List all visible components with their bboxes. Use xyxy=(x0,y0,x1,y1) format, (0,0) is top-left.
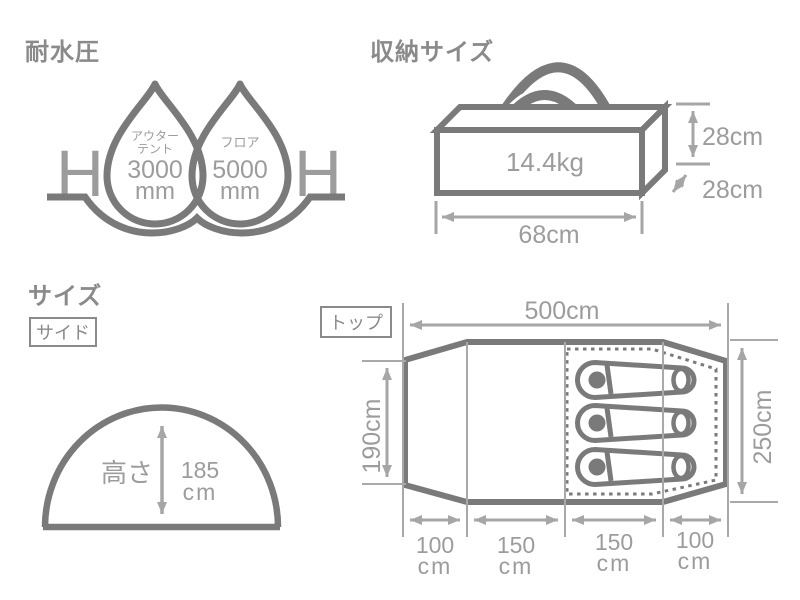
tent-dome-outline xyxy=(41,404,282,528)
dim-length-value: 68cm xyxy=(518,221,579,249)
dim-500-label: 500cm xyxy=(524,297,599,325)
dimension-arrows xyxy=(382,320,747,525)
sleeper-icon-3 xyxy=(575,446,697,488)
svg-text:150: 150 xyxy=(497,532,535,558)
storage-bag-diagram: 14.4kg 28cm 28cm 68cm xyxy=(429,62,763,249)
svg-text:cm: cm xyxy=(418,553,453,579)
bag-top-face xyxy=(429,104,673,133)
bag-front-face xyxy=(434,127,645,196)
dome-height-unit: cm xyxy=(183,479,218,505)
dim-height xyxy=(676,102,710,166)
top-view-tab: トップ xyxy=(320,306,392,338)
size-title: サイズ xyxy=(28,283,103,310)
svg-text:cm: cm xyxy=(597,550,632,576)
floor-unit: mm xyxy=(220,178,260,205)
water-resistance-icon: H H アウター テント 3000 mm フロア 5000 mm xyxy=(47,80,345,237)
dim-190-label: 190cm xyxy=(358,398,386,473)
svg-text:100: 100 xyxy=(416,532,454,558)
svg-text:150: 150 xyxy=(595,529,633,555)
dome-height-value: 185 xyxy=(181,457,219,483)
side-view-diagram: 高さ 185 cm xyxy=(41,404,282,531)
top-view-tab-label: トップ xyxy=(329,313,383,333)
svg-text:cm: cm xyxy=(499,553,534,579)
segment-labels: 100 cm 150 cm 150 cm 100 cm xyxy=(416,527,714,579)
bag-weight: 14.4kg xyxy=(506,147,584,177)
dim-depth-arrow xyxy=(671,174,688,193)
sleeper-icon-2 xyxy=(575,402,697,444)
svg-text:100: 100 xyxy=(676,527,714,553)
top-view-diagram: 500cm 190cm 250cm 100 cm 150 cm 150 cm 1… xyxy=(358,297,778,579)
storage-size-title: 収納サイズ xyxy=(370,39,495,66)
extension-lines xyxy=(362,303,778,537)
side-view-tab-label: サイド xyxy=(36,323,90,343)
outer-tent-label-line2: テント xyxy=(137,142,173,156)
dim-250-label: 250cm xyxy=(749,389,777,464)
outer-tent-unit: mm xyxy=(135,178,175,205)
svg-text:cm: cm xyxy=(678,548,713,574)
sleeper-icon-1 xyxy=(575,359,697,401)
floor-value: 5000 xyxy=(212,156,268,184)
floor-label: フロア xyxy=(220,135,259,150)
outer-tent-value: 3000 xyxy=(127,156,183,184)
outer-tent-label-line1: アウター xyxy=(131,129,179,143)
water-resistance-title: 耐水圧 xyxy=(25,39,100,66)
dim-height-value: 28cm xyxy=(702,123,763,151)
side-view-tab: サイド xyxy=(29,317,97,347)
dome-height-label: 高さ xyxy=(101,458,153,488)
water-surface-line xyxy=(47,193,345,237)
water-drop-floor xyxy=(188,80,292,228)
dim-length xyxy=(434,201,644,234)
dim-depth-value: 28cm xyxy=(702,176,763,204)
